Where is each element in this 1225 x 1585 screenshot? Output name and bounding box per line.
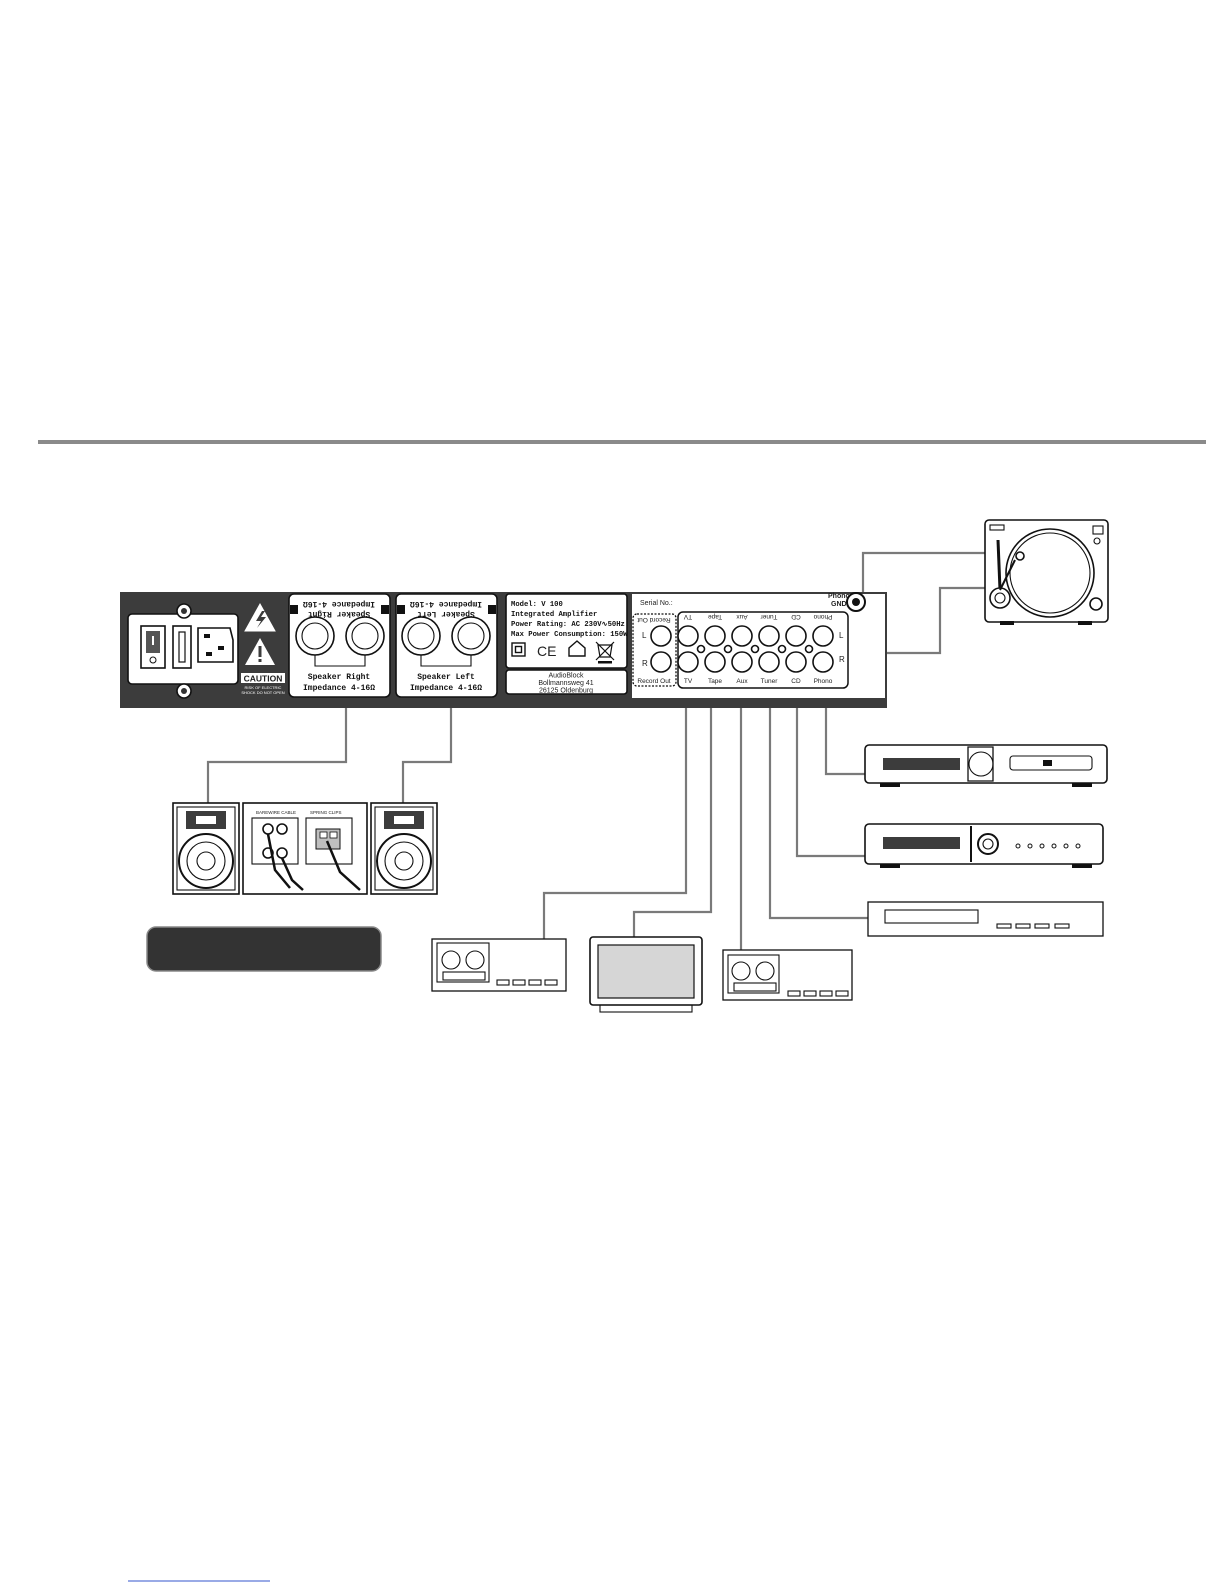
input-section: Serial No.: Phono GND Record Out Record … <box>632 592 885 698</box>
input-right-channel-label: R <box>839 655 845 664</box>
tv-right-jack <box>677 651 699 673</box>
caution-title: CAUTION <box>244 674 283 684</box>
fuse-holder <box>172 625 192 669</box>
barewire-cable-label: BAREWIRE CABLE <box>256 810 296 815</box>
input-left-channel-label: L <box>839 631 844 640</box>
phono-right-jack <box>812 651 834 673</box>
model-number: Model: V 100 <box>511 601 563 609</box>
record-out-left-label: L <box>642 631 647 640</box>
turntable-platter <box>1005 528 1095 618</box>
record-out-right-label: R <box>642 659 648 668</box>
tape-deck <box>431 938 567 992</box>
caption-banner <box>146 926 382 972</box>
tape-left-jack <box>704 625 726 647</box>
amplifier-type: Integrated Amplifier <box>511 611 597 619</box>
input-jacks-group <box>677 611 849 689</box>
tuner-left-jack <box>758 625 780 647</box>
input-label-tv: TV <box>684 678 693 685</box>
speaker-left-impedance-inverted: Impedance 4-16Ω <box>410 599 482 608</box>
record-out-left-jack <box>650 625 672 647</box>
weee-bin-icon <box>595 641 615 664</box>
aux-left-jack <box>731 625 753 647</box>
speaker-left-title-inverted: Speaker Left <box>417 609 475 618</box>
cd-right-jack <box>785 651 807 673</box>
amplifier-rear-panel: CAUTION RISK OF ELECTRIC SHOCK DO NOT OP… <box>120 592 887 708</box>
phono-gnd-label-1: Phono <box>828 593 850 600</box>
phono-stage-device <box>864 744 1108 787</box>
record-out-label: Record Out <box>637 678 670 685</box>
input-label-tape-inverted: Tape <box>708 613 722 620</box>
record-out-group <box>632 613 677 687</box>
indoor-use-icon <box>568 640 586 657</box>
turntable <box>984 519 1109 625</box>
double-insulation-icon <box>511 642 526 657</box>
record-out-label-inverted: Record Out <box>637 616 670 623</box>
speaker-left-terminal-block: Speaker Left Impedance 4-16Ω Speaker Lef… <box>395 593 498 698</box>
model-label-plate: Model: V 100 Integrated Amplifier Power … <box>505 593 628 669</box>
input-label-tuner-inverted: Tuner <box>760 613 778 620</box>
tuner <box>867 901 1104 937</box>
input-label-tuner: Tuner <box>761 678 779 685</box>
input-label-tv-inverted: TV <box>683 613 692 620</box>
speaker-right-impedance-inverted: Impedance 4-16Ω <box>303 599 375 608</box>
spring-clips-label: SPRING CLIPS <box>310 810 342 815</box>
serial-number-label: Serial No.: <box>640 600 673 607</box>
max-power-consumption: Max Power Consumption: 150W <box>511 631 628 639</box>
iec-socket <box>197 627 234 663</box>
cd-player <box>864 823 1104 868</box>
speaker-right-impedance: Impedance 4-16Ω <box>303 684 375 693</box>
ce-mark-icon: CE <box>537 643 556 659</box>
record-out-right-jack <box>650 651 672 673</box>
input-label-aux: Aux <box>736 678 748 685</box>
tv-left-jack <box>677 625 699 647</box>
input-label-phono: Phono <box>814 678 833 685</box>
input-label-cd: CD <box>791 678 801 685</box>
phono-gnd-label-2: GND <box>831 601 847 608</box>
speaker-right-title: Speaker Right <box>308 673 371 682</box>
caution-line-1: RISK OF ELECTRIC <box>245 685 282 690</box>
speaker-terminal-illustration: BAREWIRE CABLE SPRING CLIPS <box>242 802 368 895</box>
tape-right-jack <box>704 651 726 673</box>
speaker-right-terminal-block: Speaker Right Impedance 4-16Ω Speaker Ri… <box>288 593 391 698</box>
cd-left-jack <box>785 625 807 647</box>
phono-left-jack <box>812 625 834 647</box>
speaker-left-title: Speaker Left <box>417 673 475 682</box>
speaker-left-impedance: Impedance 4-16Ω <box>410 684 482 693</box>
speaker-right-title-inverted: Speaker Right <box>308 609 371 618</box>
cables <box>206 551 985 954</box>
power-rating: Power Rating: AC 230V∿50Hz <box>511 621 625 629</box>
input-label-tape: Tape <box>708 678 722 685</box>
speaker-left-box <box>370 802 438 895</box>
company-city: 26125 Oldenburg <box>539 688 593 695</box>
input-label-phono-inverted: Phono <box>813 613 832 620</box>
aux-device <box>722 949 853 1001</box>
tonearm <box>996 539 1002 591</box>
input-label-aux-inverted: Aux <box>736 613 748 620</box>
speaker-right-box <box>172 802 240 895</box>
input-label-cd-inverted: CD <box>791 613 801 620</box>
address-plate: AudioBlock Bollmannsweg 41 26125 Oldenbu… <box>505 669 628 695</box>
caution-line-2: SHOCK DO NOT OPEN <box>241 690 284 695</box>
section-divider <box>38 440 1206 444</box>
warning-icons <box>244 602 276 665</box>
television <box>589 936 703 1013</box>
power-inlet-block <box>127 603 239 699</box>
tuner-right-jack <box>758 651 780 673</box>
caution-label: CAUTION RISK OF ELECTRIC SHOCK DO NOT OP… <box>241 673 285 695</box>
aux-right-jack <box>731 651 753 673</box>
company-street: Bollmannsweg 41 <box>538 680 593 687</box>
input-jacks: TV Tape Aux Tuner CD Phono <box>677 613 834 685</box>
company-name: AudioBlock <box>548 673 584 680</box>
